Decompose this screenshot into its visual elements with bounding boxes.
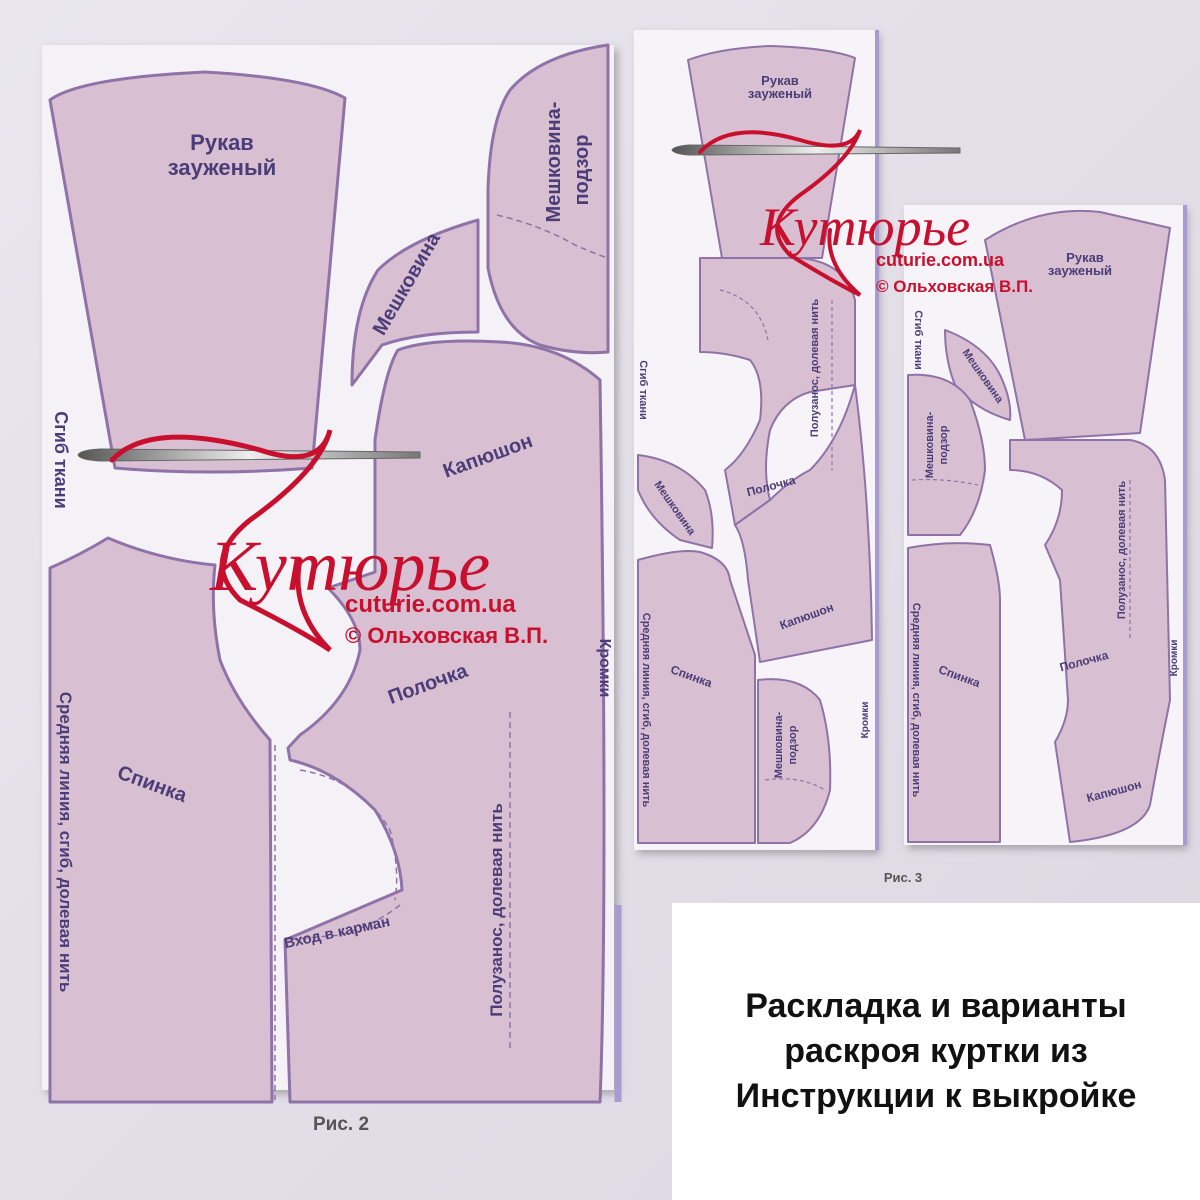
fig2-pocket-facing-piece bbox=[486, 43, 610, 355]
fig2-grain-label: Полузанос, долевая нить bbox=[487, 803, 506, 1017]
fig2-pocket-facing-label-1: Мешковина- bbox=[543, 102, 565, 223]
fig2-hood-front-piece bbox=[283, 339, 606, 1104]
watermark-small: Кутюрье cuturie.com.ua © Ольховская В.П. bbox=[671, 129, 1033, 297]
fig3a-front-dash bbox=[719, 289, 769, 341]
fig2-sleeve-label-1: Рукав bbox=[190, 130, 254, 155]
watermark-large: Кутюрье cuturie.com.ua © Ольховская В.П. bbox=[77, 429, 548, 653]
fig3a-grain-label: Полузанос, долевая нить bbox=[809, 299, 821, 437]
thread-swirl-icon-small bbox=[698, 129, 862, 297]
fig3a-selvage-label: Кромки bbox=[860, 702, 871, 739]
watermark-site: cuturie.com.ua bbox=[345, 591, 516, 618]
fig2-facing-dash bbox=[496, 214, 609, 259]
fig3a-back-piece bbox=[637, 550, 756, 844]
caption-line-1: Раскладка и варианты bbox=[745, 987, 1127, 1025]
fig2-pocket-dash bbox=[299, 769, 398, 901]
fig3b-back-piece bbox=[907, 542, 1001, 843]
watermark-author-small: © Ольховская В.П. bbox=[876, 277, 1033, 296]
fig3a-pocket-lining-piece bbox=[637, 454, 714, 549]
thread-swirl-icon bbox=[109, 429, 333, 653]
fig2-sleeve-piece bbox=[48, 70, 347, 474]
fig3b-pocket-facing-label-1: Мешковина- bbox=[924, 411, 936, 478]
fig3a-centre-line-label: Средняя линия, сгиб, долевая нить bbox=[640, 613, 652, 808]
needle-icon bbox=[77, 448, 421, 462]
fig3a-facing-dash bbox=[764, 778, 826, 791]
fig3a-pocket-facing-piece bbox=[757, 678, 832, 844]
fig2-pocket-facing-label-2: подзор bbox=[571, 135, 593, 206]
fig2-back-piece bbox=[48, 536, 274, 1104]
caption-text: Раскладка и варианты раскроя куртки из И… bbox=[736, 984, 1137, 1119]
fig3b-grain-label: Полузанос, долевая нить bbox=[1116, 481, 1128, 619]
watermark-logo-small: Кутюрье bbox=[759, 197, 970, 257]
figure-2: Рукав зауженый Мешковина Мешковина- подз… bbox=[42, 43, 622, 1135]
fig3a-sleeve-label-2: зауженый bbox=[748, 86, 812, 101]
caption-line-2: раскроя куртки из bbox=[784, 1032, 1088, 1070]
fig2-fold-label: Сгиб ткани bbox=[51, 411, 71, 508]
fig2-selvage-label: Кромки bbox=[596, 639, 613, 698]
fig3b-pocket-lining-piece bbox=[944, 329, 1012, 421]
fig3b-sleeve-label-2: зауженый bbox=[1048, 263, 1112, 278]
fig3b-selvage-label: Кромки bbox=[1169, 640, 1180, 677]
watermark-author: © Ольховская В.П. bbox=[345, 623, 548, 648]
figure-3: Рукав зауженый Сгиб ткани Мешковина Поло… bbox=[634, 30, 1187, 885]
fig2-caption: Рис. 2 bbox=[313, 1114, 369, 1135]
caption-box: Раскладка и варианты раскроя куртки из И… bbox=[672, 903, 1200, 1200]
fig3b-fold-label: Сгиб ткани bbox=[912, 310, 924, 370]
fig3b-front-piece bbox=[1009, 439, 1171, 843]
needle-icon-small bbox=[671, 144, 961, 156]
fig3a-hood-piece bbox=[734, 384, 873, 663]
fig3b-pocket-facing-label-2: подзор bbox=[938, 425, 950, 464]
fig3b-centre-line-label: Средняя линия, сгиб, долевая нить bbox=[910, 603, 922, 798]
caption-line-3: Инструкции к выкройке bbox=[735, 1077, 1137, 1115]
fig3a-fold-label: Сгиб ткани bbox=[637, 360, 649, 420]
fig3a-sleeve-label-1: Рукав bbox=[761, 73, 799, 88]
watermark-logo: Кутюрье bbox=[209, 526, 490, 606]
fig2-centre-line-label: Средняя линия, сгиб, долевая нить bbox=[56, 692, 75, 993]
fig3-caption: Рис. 3 bbox=[884, 870, 922, 885]
fig3b-pocket-facing-piece bbox=[907, 373, 986, 536]
fig3b-sleeve-label-1: Рукав bbox=[1066, 250, 1104, 265]
fig2-pocket-lining-piece bbox=[350, 218, 480, 387]
fig3a-pocket-facing-label-1: Мешковина- bbox=[773, 711, 785, 778]
watermark-site-small: cuturie.com.ua bbox=[876, 250, 1005, 270]
fig3b-sleeve-piece bbox=[984, 209, 1171, 441]
fig2-sleeve-label-2: зауженый bbox=[168, 155, 277, 180]
fig3a-pocket-facing-label-2: подзор bbox=[787, 725, 799, 764]
